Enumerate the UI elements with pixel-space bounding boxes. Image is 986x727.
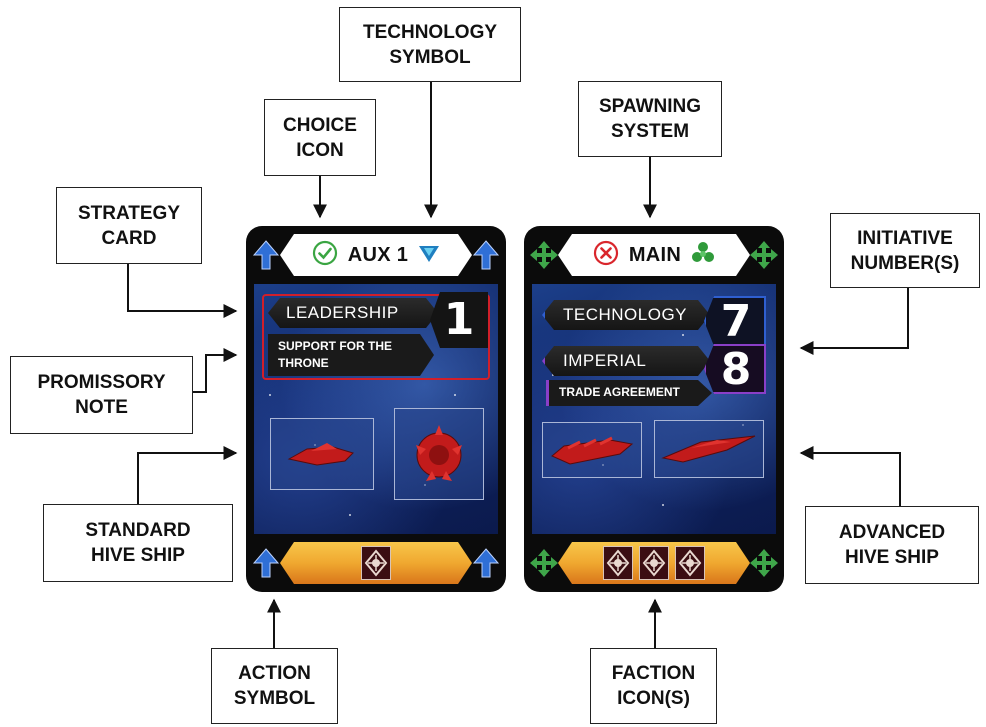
green-move-arrows-icon xyxy=(746,237,782,273)
standard-hive-ship xyxy=(542,422,642,478)
green-move-arrows-icon xyxy=(526,237,562,273)
callout-technology-symbol: TECHNOLOGY SYMBOL xyxy=(339,7,521,82)
standard-ship-icon xyxy=(287,443,354,466)
advanced-ship-icon xyxy=(661,435,756,463)
callout-line: STRATEGY xyxy=(77,202,181,224)
callout-advanced-hive-ship: ADVANCED HIVE SHIP xyxy=(805,506,979,584)
green-move-arrows-icon xyxy=(526,545,562,581)
strategy-banner: TECHNOLOGY xyxy=(542,300,710,330)
callout-line: ICON(S) xyxy=(617,688,690,709)
system-bar: AUX 1 xyxy=(280,234,472,276)
strategy-name: LEADERSHIP xyxy=(286,303,399,322)
promissory-note: SUPPORT FOR THE THRONE xyxy=(268,334,434,376)
x-circle-icon xyxy=(593,240,619,271)
callout-line: SYMBOL xyxy=(389,46,471,68)
arrow-promissory-note xyxy=(193,348,238,393)
callout-line: CARD xyxy=(101,227,157,249)
callout-line: CHOICE xyxy=(283,114,357,136)
callout-line: STANDARD xyxy=(85,520,191,541)
strategy-card-frame xyxy=(262,294,490,380)
callout-line: SPAWNING xyxy=(598,96,702,117)
green-move-arrows-icon xyxy=(746,545,782,581)
callout-line: FACTION xyxy=(611,663,696,684)
initiative-number: 1 xyxy=(443,294,475,345)
hive-card-main: MAIN TECHNOLOGY 7 IMPERIAL 8 TRADE AGREE… xyxy=(524,226,784,592)
advanced-hive-ship xyxy=(654,420,764,478)
action-bar xyxy=(280,542,472,584)
hive-card-aux: AUX 1 LEADERSHIP 1 SUPPORT FOR THE THRON… xyxy=(246,226,506,592)
standard-ship-icon xyxy=(551,436,634,465)
callout-spawning-system: SPAWNING SYSTEM xyxy=(578,81,722,157)
callout-line: SYSTEM xyxy=(610,121,690,142)
system-bar: MAIN xyxy=(558,234,750,276)
callout-promissory-note: PROMISSORY NOTE xyxy=(10,356,193,434)
arrow-initiative-numbers xyxy=(799,288,909,355)
faction-icon xyxy=(639,546,669,580)
callout-line: PROMISSORY xyxy=(37,372,166,393)
system-label: MAIN xyxy=(628,243,682,266)
faction-icon xyxy=(603,546,633,580)
strategy-name: TECHNOLOGY xyxy=(563,305,688,324)
strategy-name: IMPERIAL xyxy=(563,351,647,370)
callout-line: NUMBER(S) xyxy=(850,252,960,274)
arrow-strategy-card xyxy=(127,264,238,318)
green-biotic-technology-icon xyxy=(691,241,715,270)
callout-line: HIVE SHIP xyxy=(845,547,939,568)
callout-standard-hive-ship: STANDARD HIVE SHIP xyxy=(43,504,233,582)
blue-up-arrow-icon xyxy=(468,237,504,273)
callout-line: ICON xyxy=(296,139,344,161)
blue-up-arrow-icon xyxy=(248,545,284,581)
callout-line: TECHNOLOGY xyxy=(362,21,498,43)
card-footer xyxy=(524,534,784,592)
blue-technology-icon xyxy=(418,242,440,269)
action-bar xyxy=(558,542,750,584)
check-circle-icon xyxy=(312,240,338,271)
initiative-number: 7 xyxy=(720,296,752,347)
strategy-banner: IMPERIAL xyxy=(542,346,710,376)
arrow-advanced-hive-ship xyxy=(799,446,901,506)
callout-line: INITIATIVE xyxy=(857,227,953,249)
promissory-note-text: SUPPORT FOR THE THRONE xyxy=(278,339,393,370)
card-header: MAIN xyxy=(524,226,784,284)
initiative-badge xyxy=(430,292,488,348)
callout-line: ACTION xyxy=(238,663,311,684)
blue-up-arrow-icon xyxy=(248,237,284,273)
card-header: AUX 1 xyxy=(246,226,506,284)
advanced-ship-icon xyxy=(416,425,462,481)
callout-action-symbol: ACTION SYMBOL xyxy=(211,648,338,724)
system-label: AUX 1 xyxy=(347,243,409,266)
card-footer xyxy=(246,534,506,592)
callout-strategy-card: STRATEGY CARD xyxy=(56,187,202,264)
promissory-note: TRADE AGREEMENT xyxy=(546,380,712,406)
faction-icon xyxy=(361,546,391,580)
callout-choice-icon: CHOICE ICON xyxy=(264,99,376,176)
blue-up-arrow-icon xyxy=(468,545,504,581)
initiative-badge xyxy=(704,296,766,346)
initiative-number: 8 xyxy=(720,344,752,395)
strategy-banner: LEADERSHIP xyxy=(268,298,438,328)
callout-line: SYMBOL xyxy=(233,688,316,709)
faction-icon xyxy=(675,546,705,580)
callout-line: NOTE xyxy=(75,397,128,418)
callout-line: ADVANCED xyxy=(838,522,946,543)
arrow-standard-hive-ship xyxy=(137,446,238,504)
callout-initiative-numbers: INITIATIVE NUMBER(S) xyxy=(830,213,980,288)
promissory-note-text: TRADE AGREEMENT xyxy=(559,385,680,399)
standard-hive-ship xyxy=(270,418,374,490)
callout-faction-icons: FACTION ICON(S) xyxy=(590,648,717,724)
callout-line: HIVE SHIP xyxy=(91,545,185,566)
initiative-badge xyxy=(704,344,766,394)
advanced-hive-ship xyxy=(394,408,484,500)
